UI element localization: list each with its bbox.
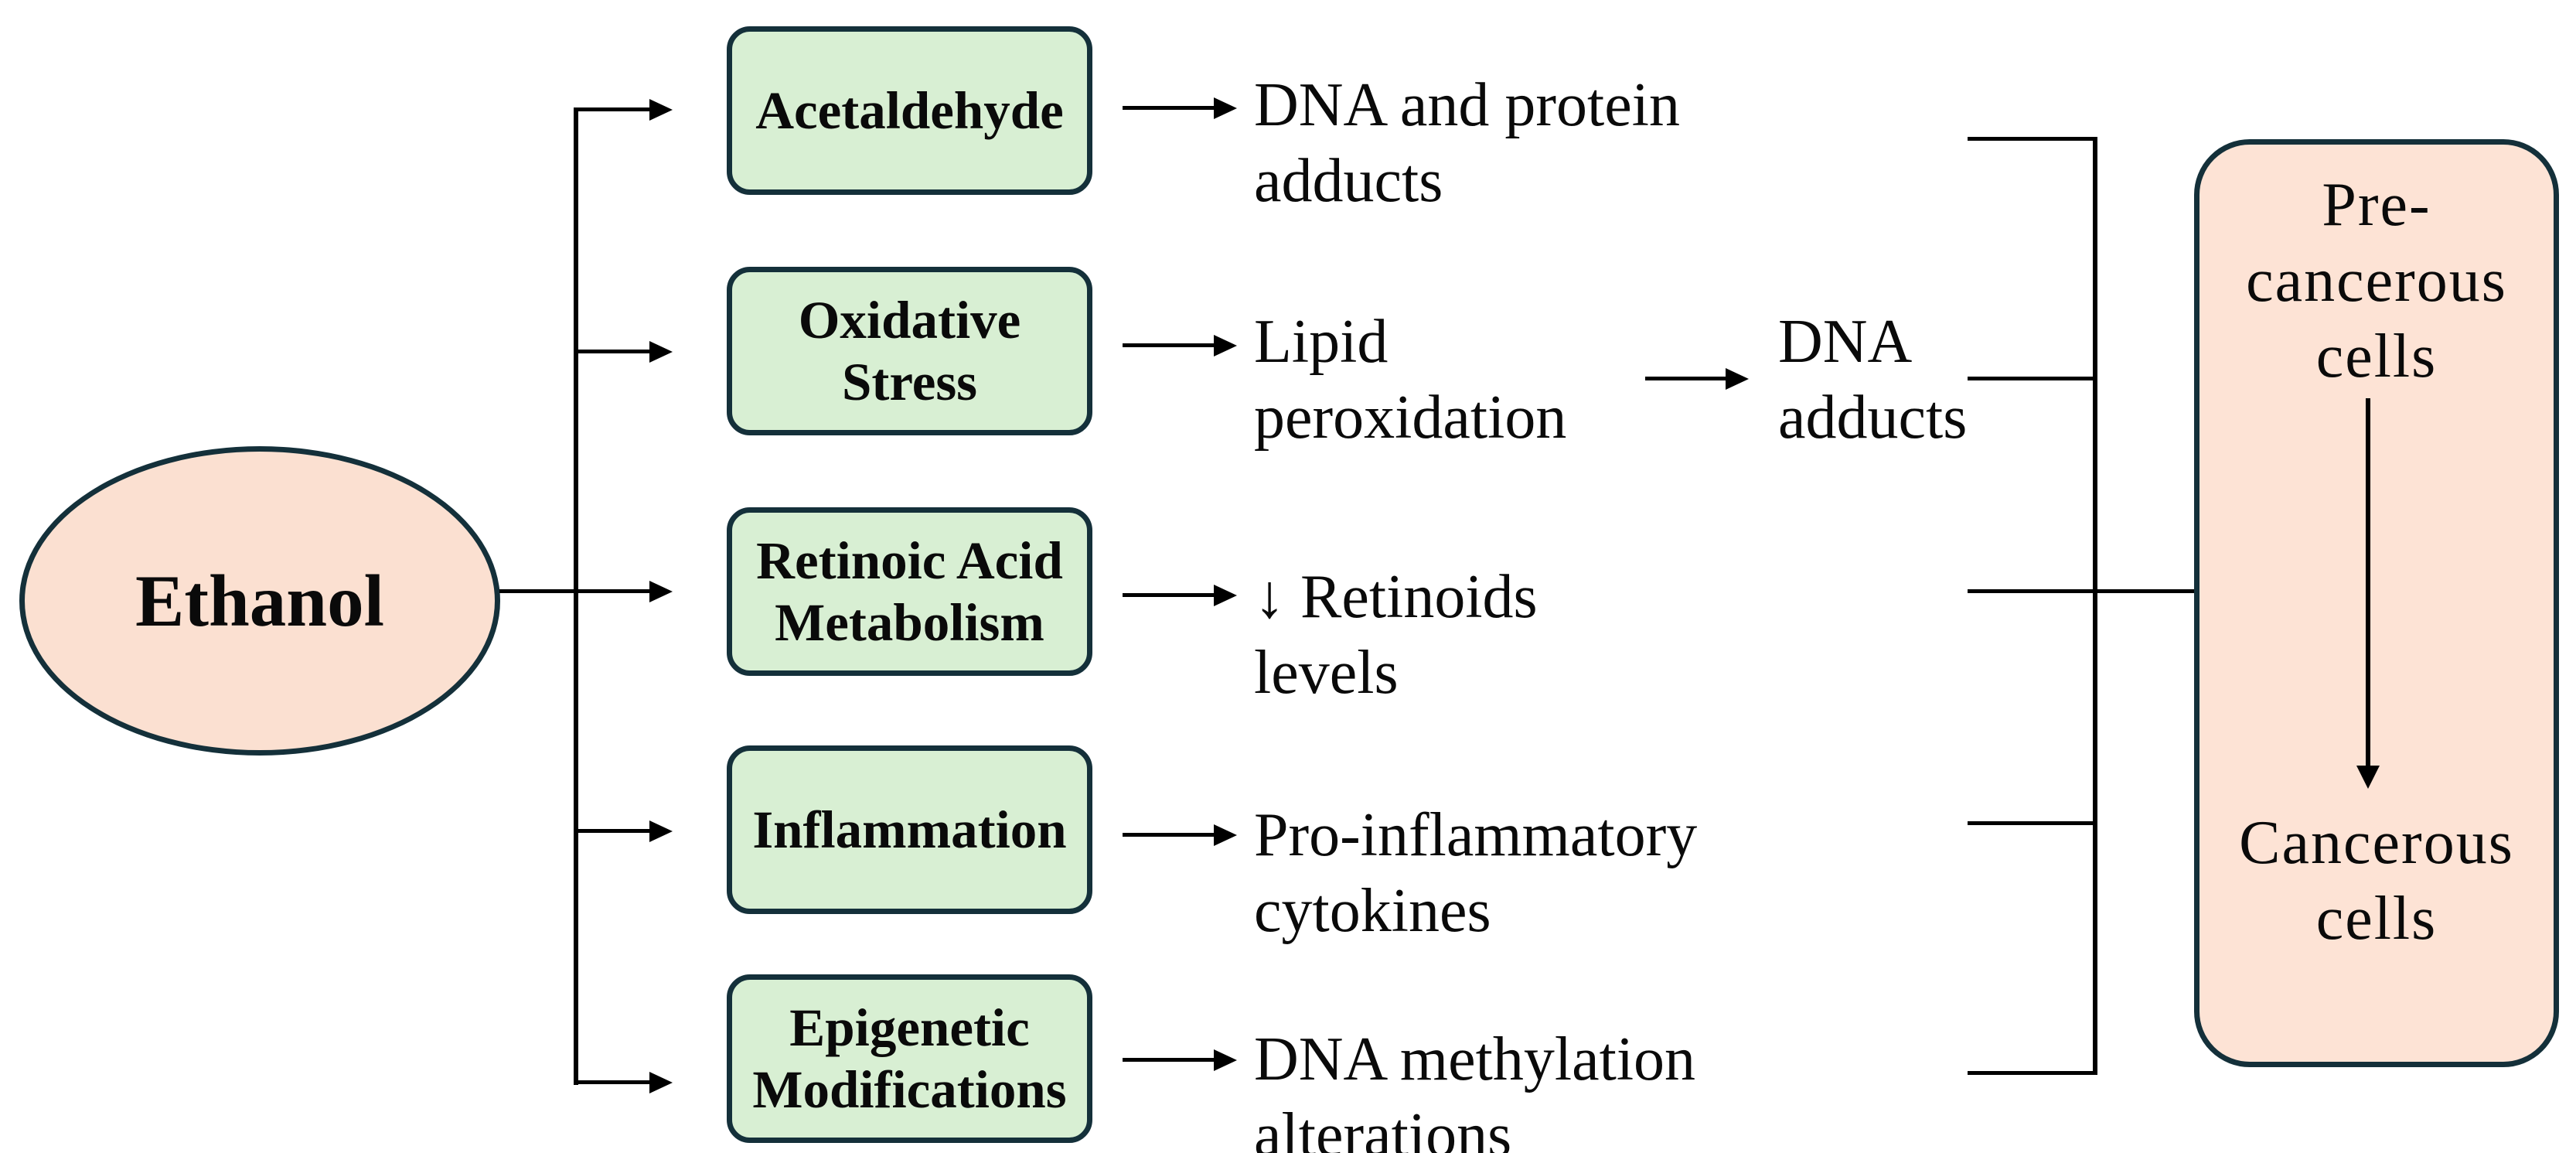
arrowhead-to-retinoic-box: [649, 581, 673, 602]
arrowhead-acetaldehyde-outcome: [1214, 97, 1237, 119]
collector-line-row4: [1968, 821, 2095, 825]
branch-line-acetaldehyde: [576, 107, 651, 111]
cancerous-cells-label: Cancerous cells: [2239, 809, 2514, 953]
collector-line-row1: [1968, 137, 2095, 141]
epigenetic-box-label: Epigenetic: [789, 998, 1030, 1057]
oxidative-stress-box: Oxidative Stress: [727, 267, 1092, 435]
ethanol-label: Ethanol: [135, 559, 385, 642]
outcome-retinoids-levels: ↓ Retinoids levels: [1254, 559, 1538, 711]
right-bracket-vertical-line: [2093, 137, 2097, 1075]
precancerous-to-cancerous-line: [2366, 398, 2370, 766]
result-box: [2194, 139, 2559, 1067]
arrowhead-to-acetaldehyde-box: [649, 99, 673, 121]
arrowhead-dna-adducts: [1726, 368, 1749, 390]
inflammation-box: Inflammation: [727, 745, 1092, 914]
branch-line-epigenetic: [576, 1080, 651, 1084]
outcome-dna-adducts: DNA adducts: [1778, 308, 1968, 452]
arrowhead-retinoic-outcome: [1214, 585, 1237, 606]
arrowhead-epigenetic-outcome: [1214, 1049, 1237, 1071]
collector-line-row2: [1968, 377, 2095, 380]
outcome-proinflammatory-cytokines: Pro-inflammatory cytokines: [1254, 801, 1698, 945]
oxidative-stress-box-label: Oxidative: [798, 291, 1021, 350]
collector-line-row5: [1968, 1071, 2095, 1075]
arrowhead-oxidative-outcome: [1214, 335, 1237, 356]
outcome-lipid-peroxidation: Lipid peroxidation: [1254, 308, 1567, 452]
inflammation-box-label: Inflammation: [752, 800, 1067, 859]
arrowhead-inflammation-outcome: [1214, 824, 1237, 846]
arrowhead-to-epigenetic-box: [649, 1072, 673, 1093]
outcome-dna-protein-adducts: DNA and protein adducts: [1254, 71, 1681, 215]
branch-line-oxidative-stress: [576, 350, 651, 353]
arrowhead-to-cancerous-cells: [2356, 766, 2380, 789]
oxidative-outcome-line: [1123, 343, 1214, 347]
inflammation-outcome-line: [1123, 833, 1214, 837]
ethanol-node: Ethanol: [19, 446, 500, 756]
acetaldehyde-outcome-line: [1123, 106, 1214, 110]
arrowhead-to-inflammation-box: [649, 820, 673, 842]
lipid-to-dna-adducts-line: [1645, 377, 1726, 380]
retinoic-outcome-line: [1123, 593, 1214, 597]
acetaldehyde-box-label: Acetaldehyde: [755, 81, 1064, 140]
epigenetic-outcome-line: [1123, 1058, 1214, 1062]
retinoic-acid-box-label: Retinoic Acid: [756, 531, 1063, 590]
outcome-dna-methylation: DNA methylation alterations: [1254, 1025, 1696, 1153]
retinoic-acid-metabolism-box: Retinoic Acid Metabolism: [727, 507, 1092, 676]
branch-line-inflammation: [576, 829, 651, 833]
arrowhead-to-oxidative-box: [649, 341, 673, 363]
down-arrow-icon: ↓ Retinoids: [1254, 563, 1538, 631]
precancerous-cells-label: Pre- cancerous cells: [2246, 171, 2507, 391]
left-bracket-vertical-line: [574, 107, 578, 1085]
epigenetic-modifications-box: Epigenetic Modifications: [727, 974, 1092, 1143]
main-line-to-result-box: [1968, 589, 2288, 593]
acetaldehyde-box: Acetaldehyde: [727, 26, 1092, 195]
